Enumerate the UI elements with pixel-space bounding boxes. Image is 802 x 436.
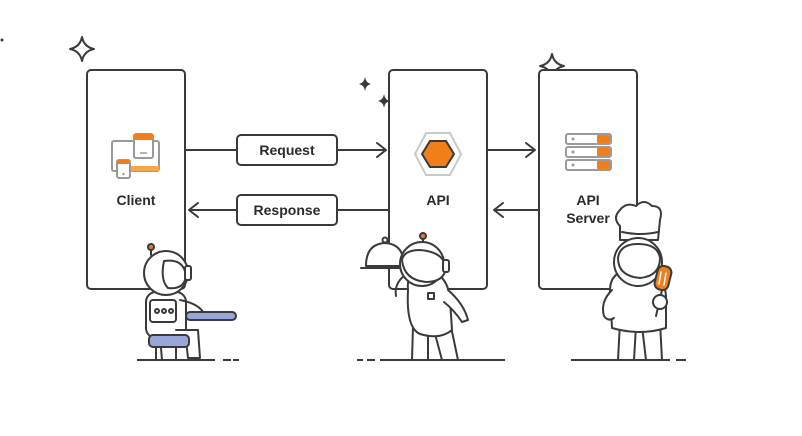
arrow-right-icon (488, 142, 536, 158)
api-server-label-line1: API (576, 192, 600, 208)
arrow-right-icon (186, 142, 387, 158)
api-label: API (426, 192, 450, 208)
api-astronaut-waiter (360, 232, 469, 361)
sparkle-icon (378, 94, 390, 108)
hexagon-icon (413, 132, 463, 176)
chef-astronaut (602, 201, 673, 361)
sparkle-icon (69, 36, 95, 62)
request-label: Request (236, 134, 338, 166)
devices-icon (111, 133, 160, 179)
arrow-left-icon (188, 202, 388, 218)
api-server-label-line2: Server (566, 210, 610, 226)
response-label: Response (236, 194, 338, 226)
sparkle-icon (359, 77, 371, 91)
server-rack-icon (565, 133, 612, 171)
api-server-label: API Server (538, 191, 638, 227)
client-label: Client (116, 192, 156, 208)
arrow-left-icon (493, 202, 538, 218)
client-astronaut (143, 243, 237, 361)
